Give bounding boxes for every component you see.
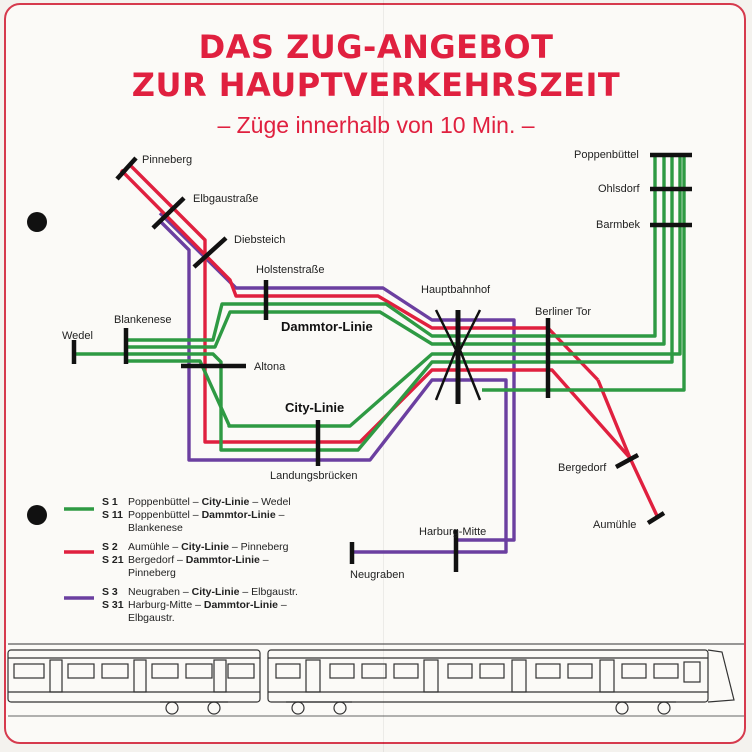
legend-s3-id: S 3 xyxy=(102,586,118,598)
subtitle: – Züge innerhalb von 10 Min. – xyxy=(217,112,535,138)
label-elbgaustrasse: Elbgaustraße xyxy=(193,193,258,205)
train-illustration xyxy=(7,643,744,717)
route-s11-dammtor-b xyxy=(127,155,666,349)
headline-line-2: ZUR HAUPTVERKEHRSZEIT xyxy=(131,66,621,104)
binder-hole-top xyxy=(27,212,47,232)
label-barmbek: Barmbek xyxy=(596,219,641,231)
fold-crease xyxy=(383,0,384,752)
label-wedel: Wedel xyxy=(62,330,93,342)
train-cab xyxy=(707,649,735,703)
route-s1-city-b xyxy=(127,155,682,428)
label-holstenstrasse: Holstenstraße xyxy=(256,264,324,276)
headline-line-1: DAS ZUG-ANGEBOT xyxy=(198,28,554,66)
train-car-2 xyxy=(267,649,709,703)
label-altona: Altona xyxy=(254,361,286,373)
legend-s1-id: S 1 xyxy=(102,496,118,508)
label-harburg-mitte: Harburg-Mitte xyxy=(419,526,486,538)
legend-s2-id: S 2 xyxy=(102,541,118,553)
label-dammtor-linie: Dammtor-Linie xyxy=(281,319,373,334)
hauptbahnhof-marker xyxy=(434,309,482,404)
tick-aumuehle xyxy=(646,511,666,525)
legend: S 1 Poppenbüttel – City-Linie – Wedel S … xyxy=(64,496,298,624)
label-landungsbruecken: Landungsbrücken xyxy=(270,470,357,482)
legend-s2-text: Aumühle – City-Linie – Pinneberg xyxy=(128,541,289,553)
route-red-bergedorf-link xyxy=(596,379,632,459)
binder-hole-bottom xyxy=(27,505,47,525)
train-car-1 xyxy=(7,649,261,703)
label-blankenese: Blankenese xyxy=(114,314,172,326)
route-s3-city xyxy=(158,219,508,554)
label-bergedorf: Bergedorf xyxy=(558,462,607,474)
legend-s1-text: Poppenbüttel – City-Linie – Wedel xyxy=(128,496,291,508)
label-neugraben: Neugraben xyxy=(350,569,404,581)
label-pinneberg: Pinneberg xyxy=(142,154,192,166)
tick-pinneberg xyxy=(115,156,138,181)
label-aumuehle: Aumühle xyxy=(593,519,636,531)
label-hauptbahnhof: Hauptbahnhof xyxy=(421,284,491,296)
tick-elbgaustrasse xyxy=(151,196,186,230)
legend-s11-cont: Blankenese xyxy=(128,522,183,534)
legend-s31-id: S 31 xyxy=(102,599,124,611)
legend-s11-id: S 11 xyxy=(102,509,123,521)
legend-s3-text: Neugraben – City-Linie – Elbgaustr. xyxy=(128,586,298,598)
legend-s21-text: Bergedorf – Dammtor-Linie – xyxy=(128,554,269,566)
label-ohlsdorf: Ohlsdorf xyxy=(598,183,641,195)
legend-s31-cont: Elbgaustr. xyxy=(128,612,175,624)
legend-s21-id: S 21 xyxy=(102,554,124,566)
legend-s31-text: Harburg-Mitte – Dammtor-Linie – xyxy=(128,599,287,611)
legend-s21-cont: Pinneberg xyxy=(128,567,176,579)
station-ticks xyxy=(71,152,692,572)
label-poppenbuettel: Poppenbüttel xyxy=(574,149,639,161)
tick-diebsteich xyxy=(192,236,228,269)
tick-bergedorf xyxy=(614,453,640,469)
label-berliner-tor: Berliner Tor xyxy=(535,306,591,318)
route-s11-dammtor xyxy=(127,155,657,342)
label-city-linie: City-Linie xyxy=(285,400,344,415)
poster-card xyxy=(4,3,746,744)
legend-s11-text: Poppenbüttel – Dammtor-Linie – xyxy=(128,509,285,521)
label-diebsteich: Diebsteich xyxy=(234,234,285,246)
route-s1-city xyxy=(75,155,674,452)
